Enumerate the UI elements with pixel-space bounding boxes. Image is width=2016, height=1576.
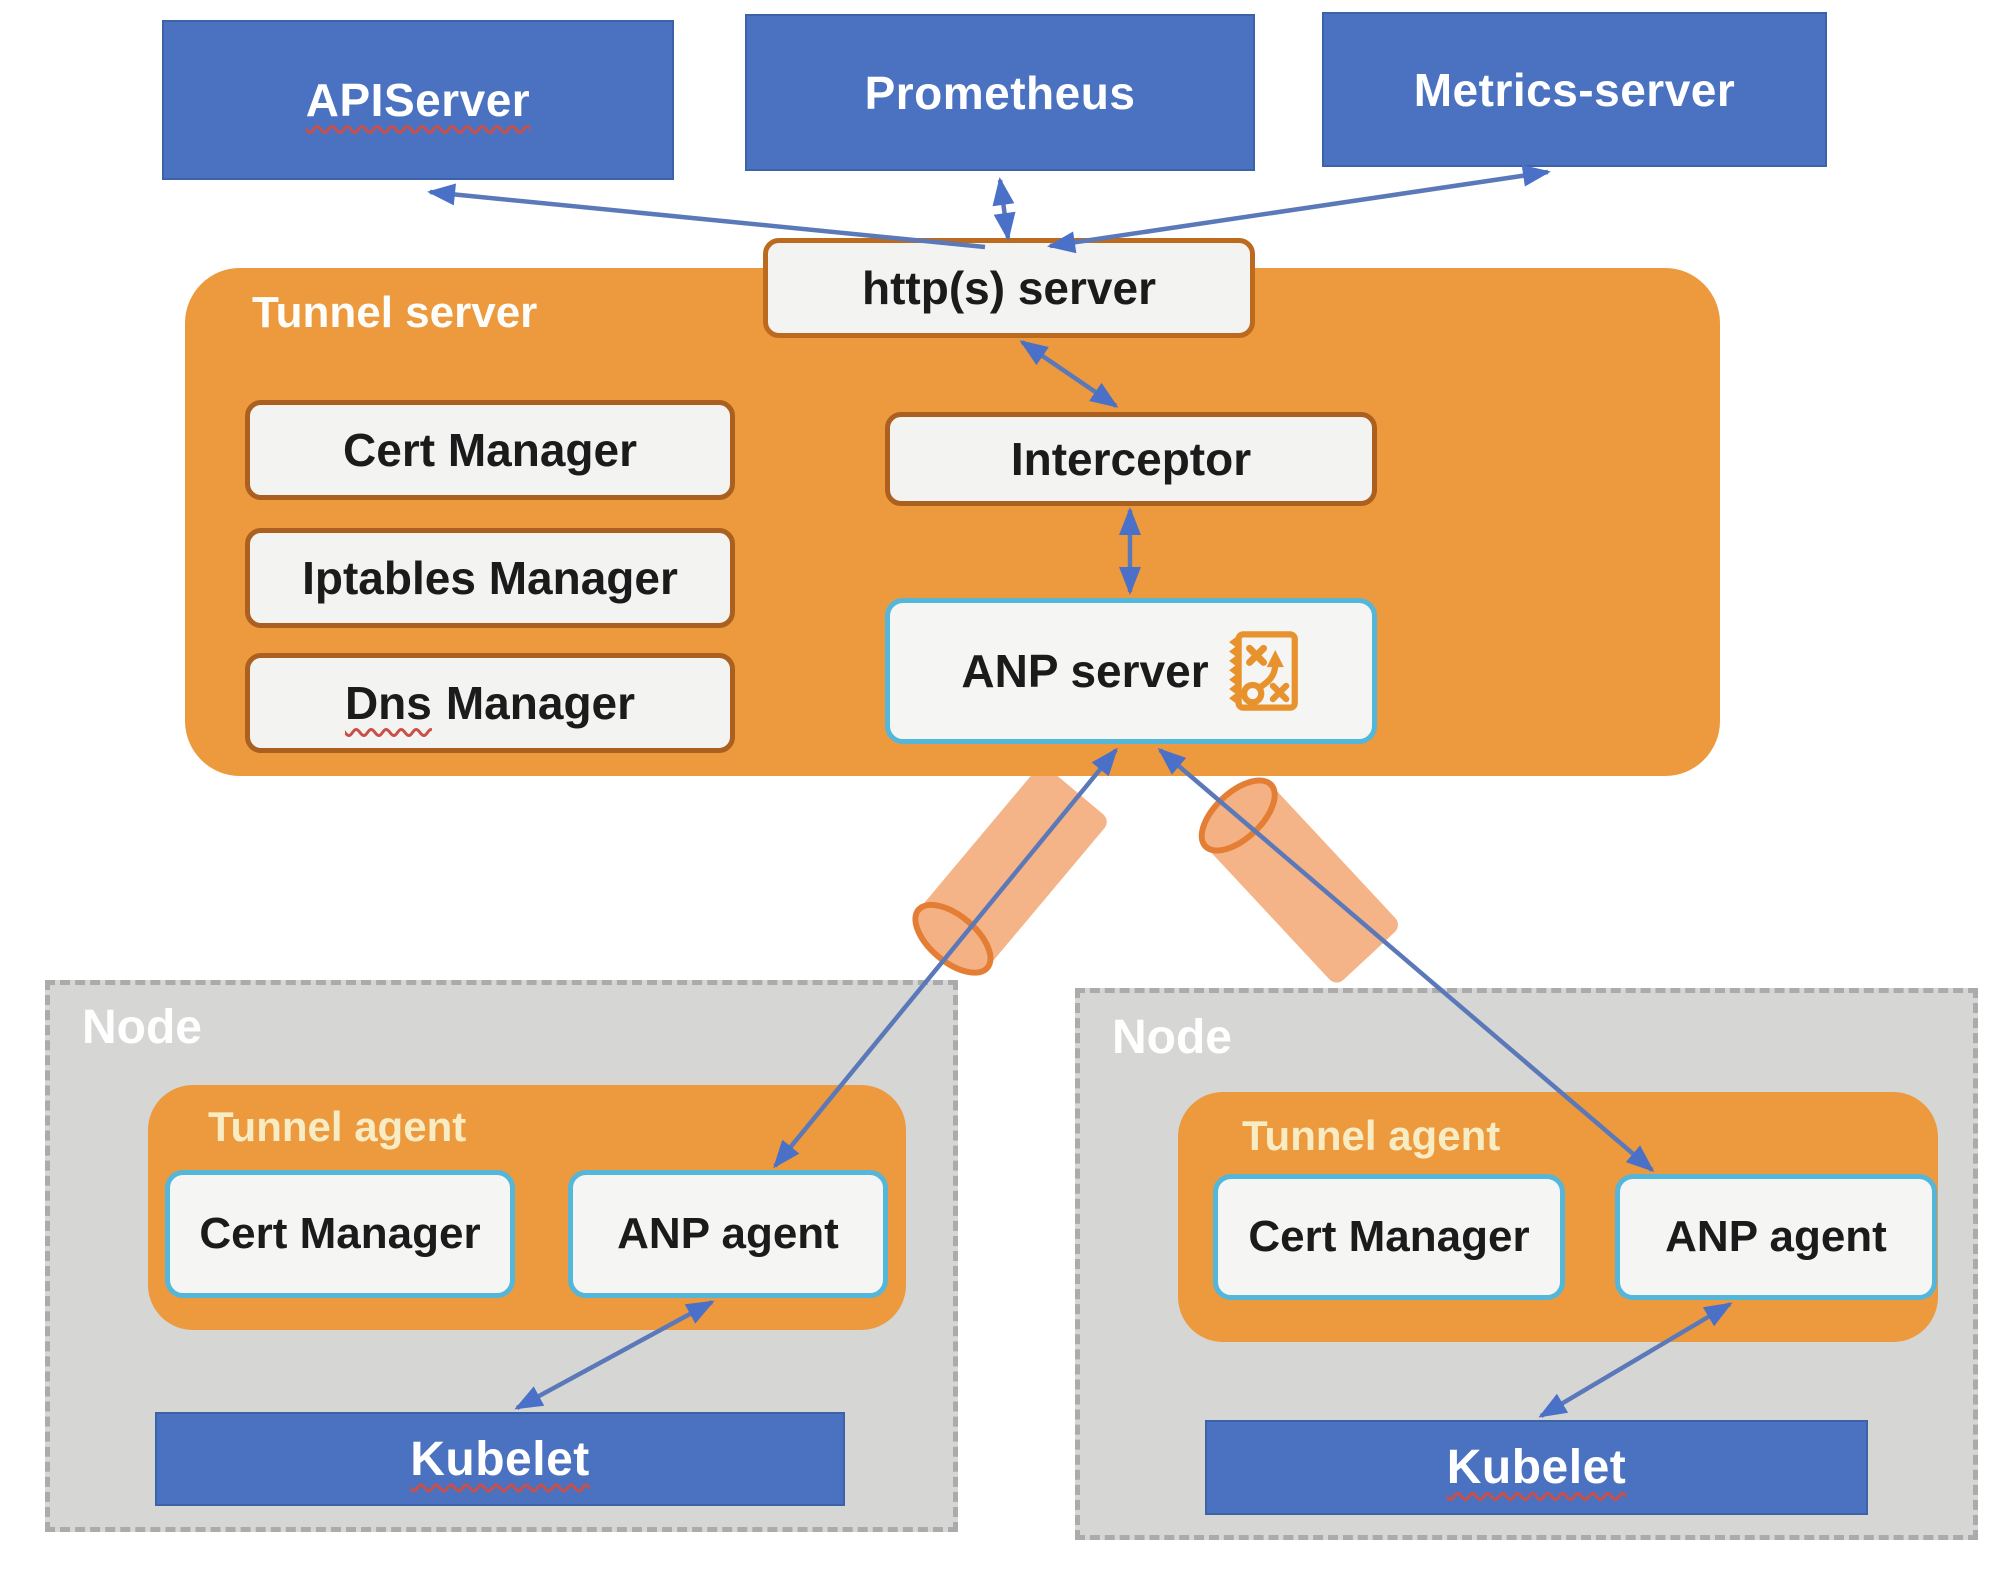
interceptor-box: Interceptor	[885, 412, 1377, 506]
cert-manager-left-node-box: Cert Manager	[165, 1170, 515, 1298]
cert-manager-left-node-label: Cert Manager	[199, 1209, 481, 1258]
prometheus-label: Prometheus	[864, 66, 1136, 119]
anp-agent-right-box: ANP agent	[1615, 1174, 1937, 1300]
anp-agent-right-label: ANP agent	[1665, 1212, 1887, 1261]
tunnel-pipe-left-icon	[912, 766, 1107, 976]
arrow-metrics-https	[1047, 164, 1551, 254]
anp-agent-left-label: ANP agent	[617, 1209, 839, 1258]
kubelet-left-label: Kubelet	[410, 1432, 590, 1486]
apiserver-box: APIServer	[162, 20, 674, 180]
anp-server-box: ANP server	[885, 598, 1377, 744]
node-right-label: Node	[1112, 1011, 1232, 1064]
metrics-server-label: Metrics-server	[1413, 63, 1736, 116]
node-left-label: Node	[82, 1001, 202, 1054]
iptables-manager-label: Iptables Manager	[302, 552, 678, 604]
cert-manager-label: Cert Manager	[343, 424, 637, 476]
strategy-icon	[1228, 631, 1298, 711]
https-server-box: http(s) server	[763, 238, 1255, 338]
anp-agent-left-box: ANP agent	[568, 1170, 888, 1298]
anp-server-label: ANP server	[961, 645, 1209, 697]
metrics-server-box: Metrics-server	[1322, 12, 1827, 167]
kubelet-left-box: Kubelet	[155, 1412, 845, 1506]
https-server-label: http(s) server	[862, 262, 1156, 314]
prometheus-box: Prometheus	[745, 14, 1255, 171]
tunnel-agent-right-label: Tunnel agent	[1242, 1112, 1501, 1159]
iptables-manager-box: Iptables Manager	[245, 528, 735, 628]
apiserver-label: APIServer	[305, 74, 531, 126]
interceptor-label: Interceptor	[1010, 433, 1252, 485]
tunnel-agent-left-label: Tunnel agent	[208, 1103, 467, 1150]
dns-manager-box: Dns Manager	[245, 653, 735, 753]
dns-manager-label-word1: Dns	[344, 677, 432, 729]
cert-manager-box: Cert Manager	[245, 400, 735, 500]
cert-manager-right-node-box: Cert Manager	[1213, 1174, 1565, 1300]
kubelet-right-box: Kubelet	[1205, 1420, 1868, 1515]
tunnel-server-label: Tunnel server	[252, 288, 538, 337]
dns-manager-label-word2: Manager	[445, 677, 636, 729]
tunnel-pipe-right-icon	[1198, 777, 1398, 983]
cert-manager-right-node-label: Cert Manager	[1248, 1212, 1530, 1261]
kubelet-right-label: Kubelet	[1446, 1441, 1627, 1494]
arrow-prometheus-https	[992, 177, 1016, 241]
